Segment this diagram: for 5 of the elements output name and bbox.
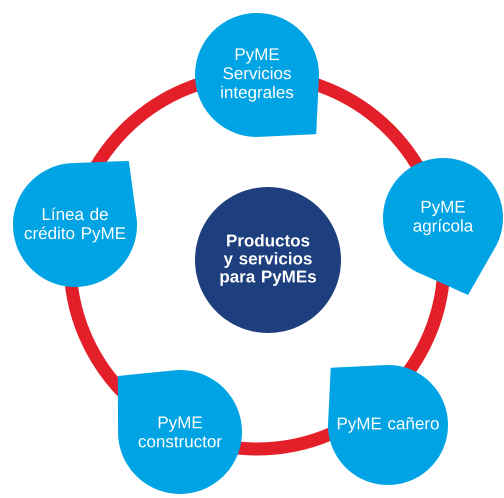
droplet: PyME Servicios integrales: [195, 13, 319, 137]
droplet: PyME constructor: [118, 370, 242, 494]
droplet: PyME agrícola: [383, 158, 503, 296]
droplet: PyME cañero: [328, 365, 448, 485]
droplet: Línea de crédito PyME: [13, 160, 137, 287]
